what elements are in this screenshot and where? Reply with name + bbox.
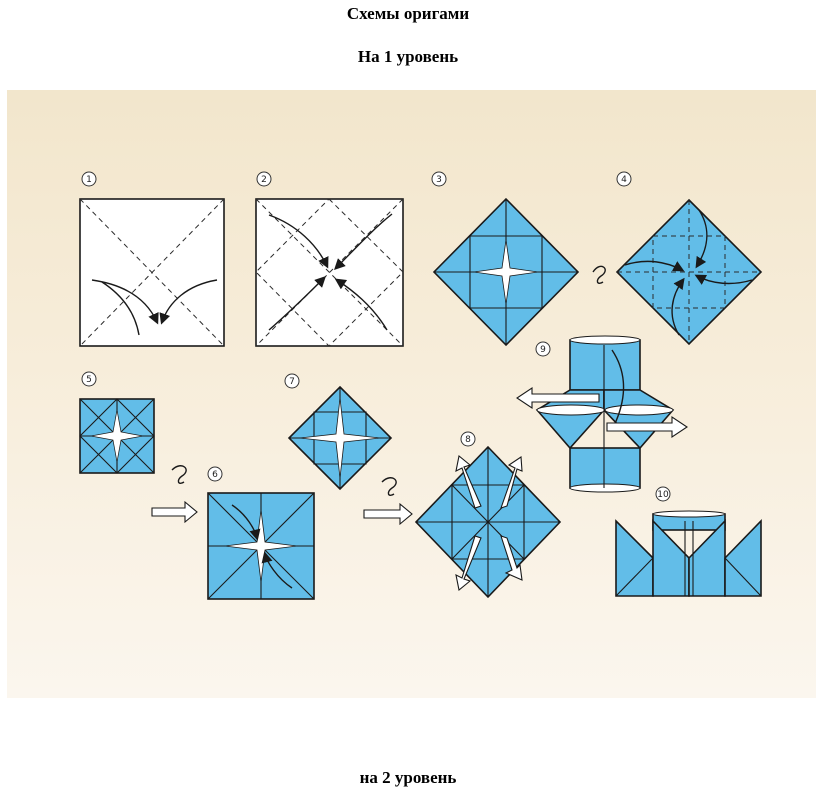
svg-text:7: 7 (289, 377, 295, 387)
step-1: 1 (79, 171, 225, 347)
svg-text:6: 6 (212, 470, 218, 480)
step-2-number: 2 (256, 171, 272, 187)
step-3: 3 (431, 171, 606, 347)
step-3-number: 3 (431, 171, 447, 187)
step-6: 6 (207, 466, 315, 600)
svg-text:9: 9 (540, 345, 546, 355)
svg-text:10: 10 (657, 490, 669, 500)
level-2-heading: на 2 уровень (359, 768, 457, 787)
svg-text:2: 2 (261, 175, 267, 185)
step-6-number: 6 (207, 466, 223, 482)
origami-diagram: 1 2 3 4 (7, 90, 816, 698)
step-4: 4 (615, 171, 763, 346)
step-5-number: 5 (81, 371, 97, 387)
step-8: 8 (414, 431, 562, 599)
step-8-number: 8 (460, 431, 476, 447)
svg-text:5: 5 (86, 375, 92, 385)
svg-text:3: 3 (436, 175, 442, 185)
step-5: 5 (79, 371, 198, 524)
step-7-number: 7 (284, 373, 300, 389)
step-2: 2 (255, 171, 404, 347)
step-4-number: 4 (616, 171, 632, 187)
step-10-number: 10 (655, 486, 671, 502)
document-title: Схемы оригами (346, 4, 470, 23)
step-10: 10 (615, 486, 762, 597)
svg-text:4: 4 (621, 175, 627, 185)
step-9: 9 (516, 335, 688, 493)
step-1-number: 1 (81, 171, 97, 187)
svg-text:8: 8 (465, 435, 471, 445)
step-9-number: 9 (535, 341, 551, 357)
svg-text:1: 1 (86, 175, 92, 185)
level-1-heading: На 1 уровень (357, 47, 459, 66)
step-7: 7 (284, 373, 413, 526)
